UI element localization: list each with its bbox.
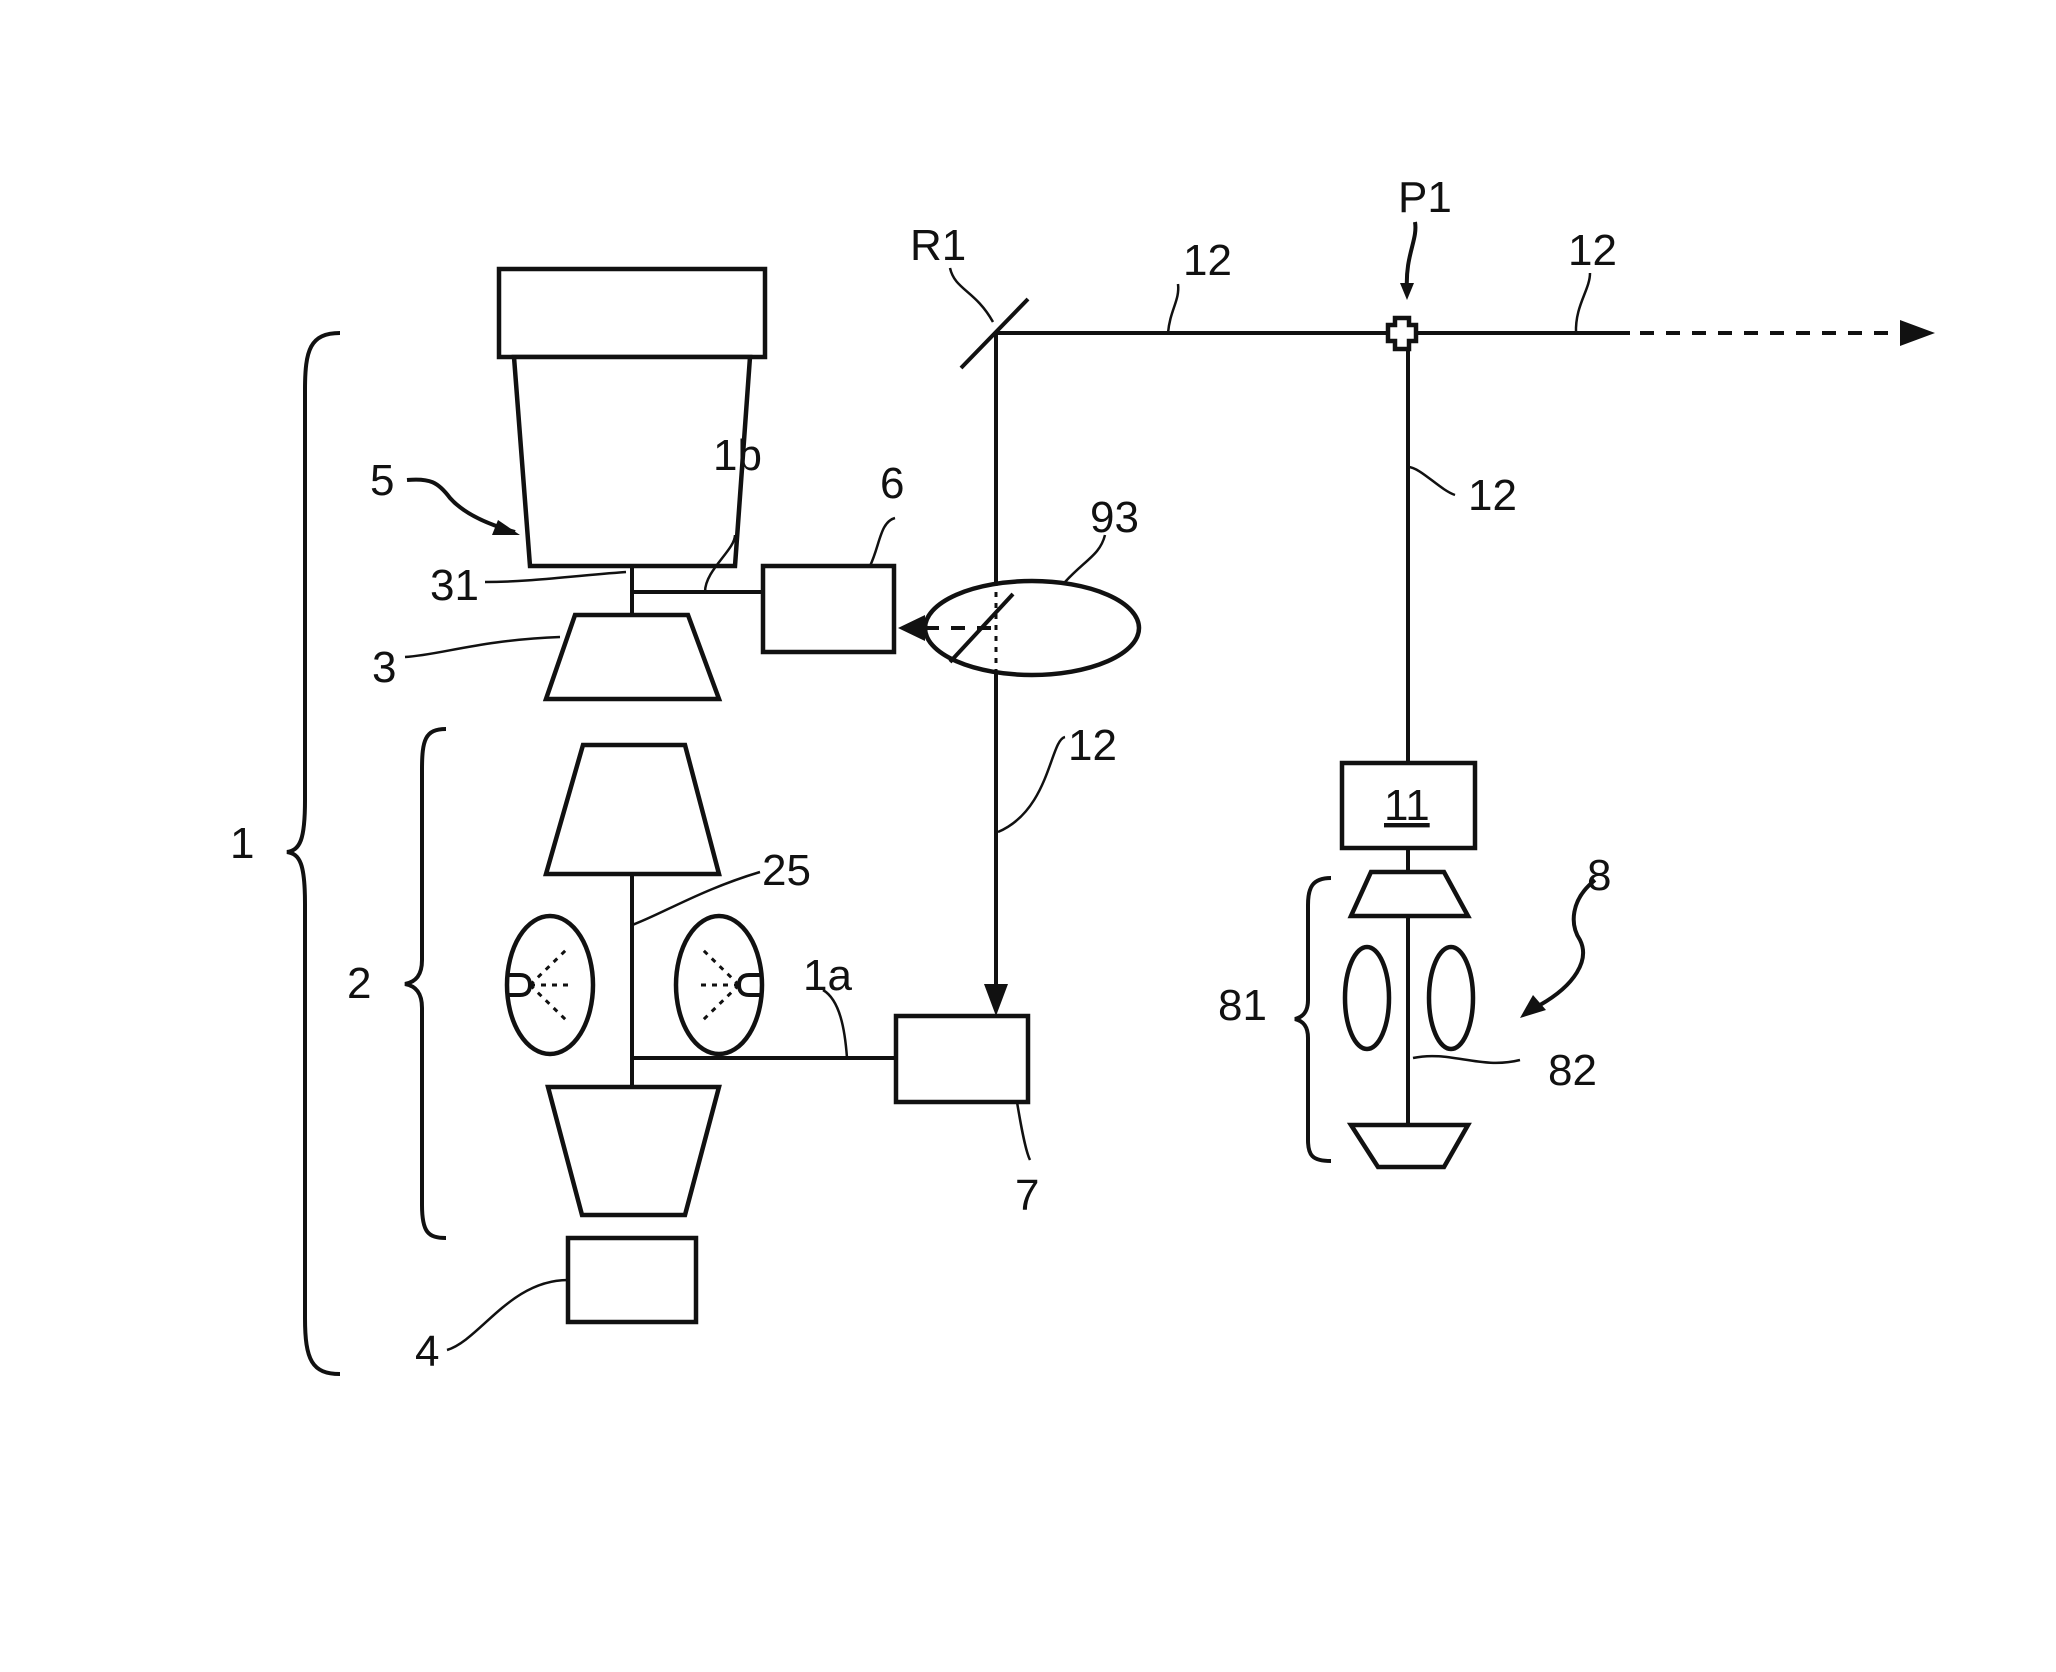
label-12-top-right: 12 xyxy=(1568,226,1617,275)
leader-r1 xyxy=(948,267,995,323)
label-1a: 1a xyxy=(803,951,852,1000)
leader-12-top-left xyxy=(1166,283,1180,334)
brace-81 xyxy=(1294,876,1332,1163)
label-4: 4 xyxy=(415,1327,439,1376)
leader-12-mid xyxy=(997,735,1066,834)
leader-82 xyxy=(1412,1054,1521,1065)
engine-ellipse-left xyxy=(1342,944,1392,1052)
label-93: 93 xyxy=(1090,493,1139,542)
unit-box-11 xyxy=(1339,760,1478,851)
leader-p1 xyxy=(1404,221,1418,291)
turbine-lower-stage xyxy=(545,1084,722,1218)
engine-lower-stage xyxy=(1346,1122,1472,1170)
leader-5-arrowhead xyxy=(492,520,520,535)
leader-12-right xyxy=(1407,465,1456,497)
leader-6 xyxy=(868,516,896,567)
spray-left-icon xyxy=(528,948,572,1022)
leader-8 xyxy=(1539,878,1597,1007)
turbine-upper-stage xyxy=(543,742,722,877)
label-11: 11 xyxy=(1384,781,1430,830)
spray-right-icon xyxy=(697,948,741,1022)
leader-31 xyxy=(484,570,627,584)
leader-12-top-right xyxy=(1574,272,1592,334)
beam-arrowhead-right xyxy=(1900,320,1935,346)
label-5: 5 xyxy=(370,456,394,505)
label-81: 81 xyxy=(1218,981,1267,1030)
leader-3 xyxy=(404,635,561,659)
leader-1b xyxy=(703,534,737,593)
label-31: 31 xyxy=(430,561,479,610)
label-25: 25 xyxy=(762,846,811,895)
leader-4 xyxy=(446,1278,569,1352)
label-12-top-left: 12 xyxy=(1183,236,1232,285)
label-7: 7 xyxy=(1015,1171,1039,1220)
label-6: 6 xyxy=(880,459,904,508)
leader-5 xyxy=(406,477,516,534)
engine-ellipse-right xyxy=(1426,944,1476,1052)
brace-gas-turbine-2 xyxy=(404,727,447,1240)
leader-8-arrowhead xyxy=(1520,995,1546,1018)
expander-top-block xyxy=(496,266,768,360)
junction-p1 xyxy=(1385,315,1419,352)
label-12-right: 12 xyxy=(1468,471,1517,520)
controller-box-7 xyxy=(893,1013,1031,1105)
label-82: 82 xyxy=(1548,1046,1597,1095)
engine-upper-stage xyxy=(1347,869,1472,919)
combustor-left xyxy=(504,913,596,1057)
compressor-3 xyxy=(542,612,723,702)
label-p1: P1 xyxy=(1398,173,1452,222)
leader-25 xyxy=(631,870,761,927)
label-1: 1 xyxy=(230,819,254,868)
label-12-mid: 12 xyxy=(1068,721,1117,770)
combustor-right xyxy=(673,913,765,1057)
label-2: 2 xyxy=(347,959,371,1008)
leader-1a xyxy=(822,988,849,1059)
leader-p1-arrowhead xyxy=(1400,283,1414,300)
beam-arrowhead-down xyxy=(984,984,1008,1016)
label-8: 8 xyxy=(1587,851,1611,900)
label-3: 3 xyxy=(372,643,396,692)
label-1b: 1b xyxy=(713,431,762,480)
leader-93 xyxy=(1064,534,1107,583)
brace-system-1 xyxy=(286,331,341,1376)
signal-arrowhead-left xyxy=(898,615,925,641)
leader-7 xyxy=(1015,1101,1032,1161)
reflector-r1 xyxy=(959,297,1030,370)
expander-body xyxy=(511,354,753,569)
controller-box-6 xyxy=(760,563,897,655)
label-r1: R1 xyxy=(910,221,966,270)
load-box-4 xyxy=(565,1235,699,1325)
